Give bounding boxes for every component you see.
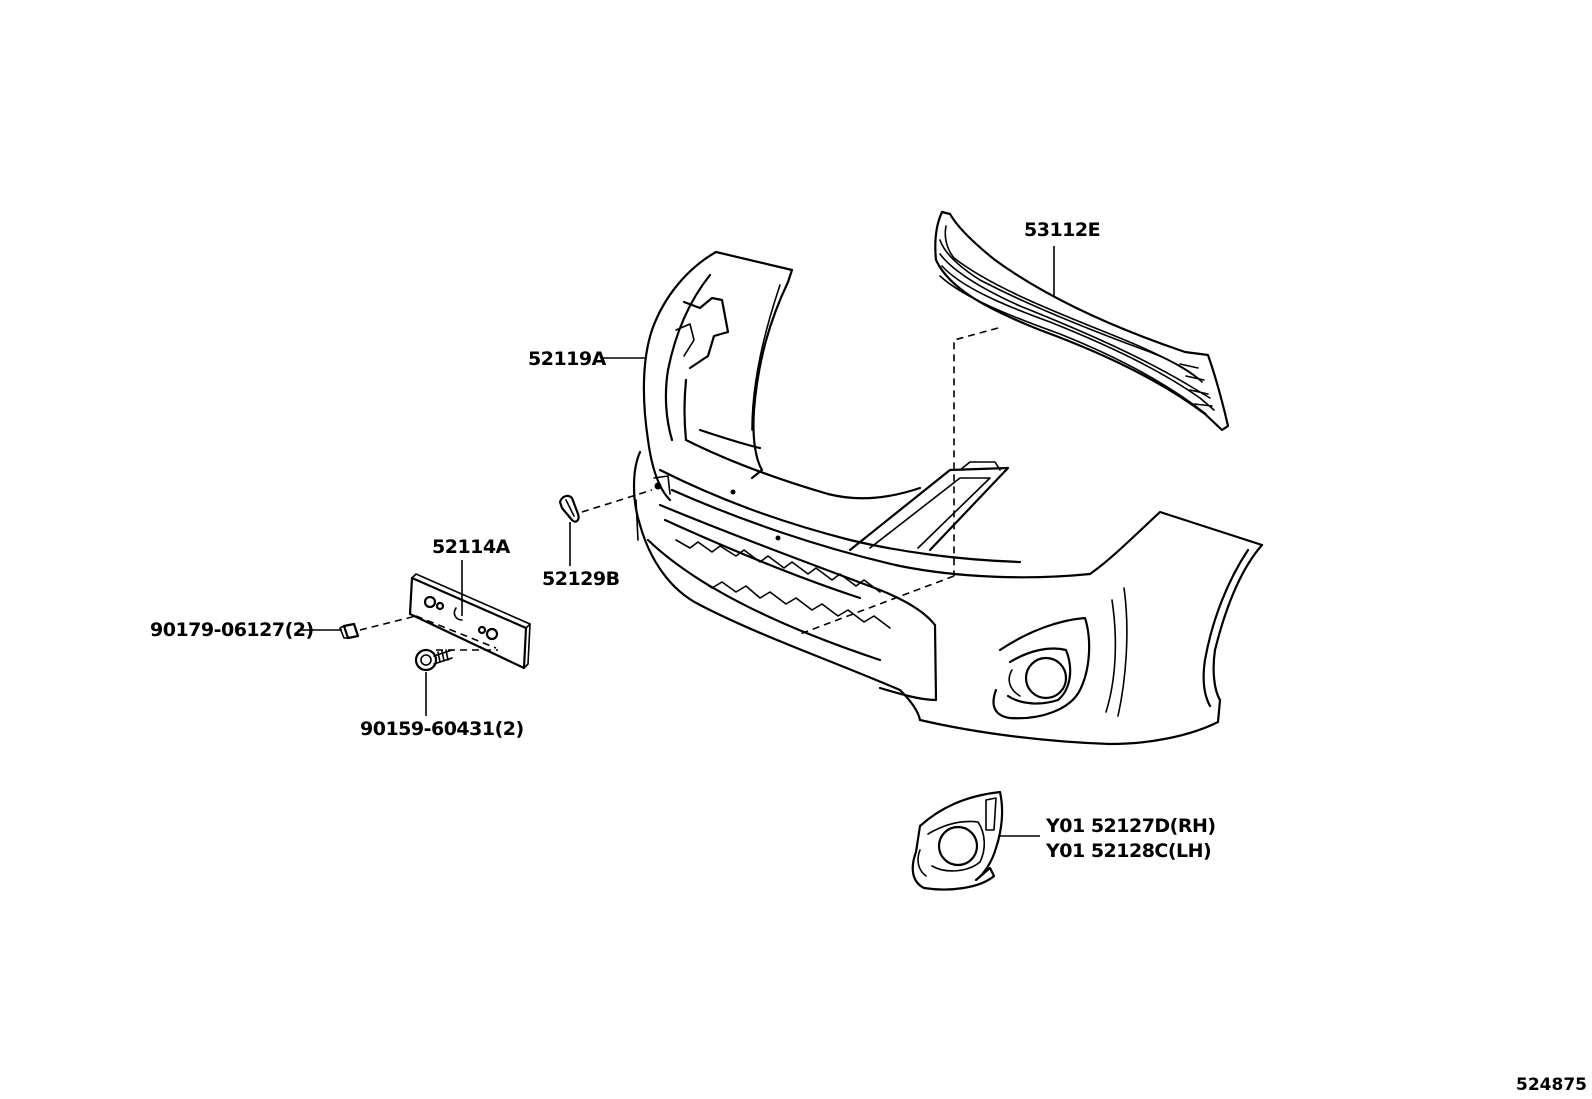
callout-52129b: 52129B [542,568,620,590]
bumper-cover-drawing [632,250,1264,746]
callout-52127d-rh: Y01 52127D(RH) [1045,815,1216,837]
callout-53112e: 53112E [1024,219,1100,241]
callout-52128c-lh: Y01 52128C(LH) [1045,840,1211,862]
callout-90179-06127: 90179-06127(2) [150,619,314,641]
assembly-lines [359,327,999,651]
callout-52119a: 52119A [528,348,607,370]
cap-drawing [558,494,580,523]
plate-bracket-drawing [408,573,531,670]
drawing-number: 524875 [1516,1075,1587,1095]
leader-lines [298,246,1055,837]
clip-drawing [339,622,360,640]
callout-90159-60431: 90159-60431(2) [360,718,524,740]
fog-cover-drawing [911,790,1004,891]
radiator-grille-drawing [934,210,1230,432]
callout-52114a: 52114A [432,536,511,558]
screw-drawing [414,648,453,672]
